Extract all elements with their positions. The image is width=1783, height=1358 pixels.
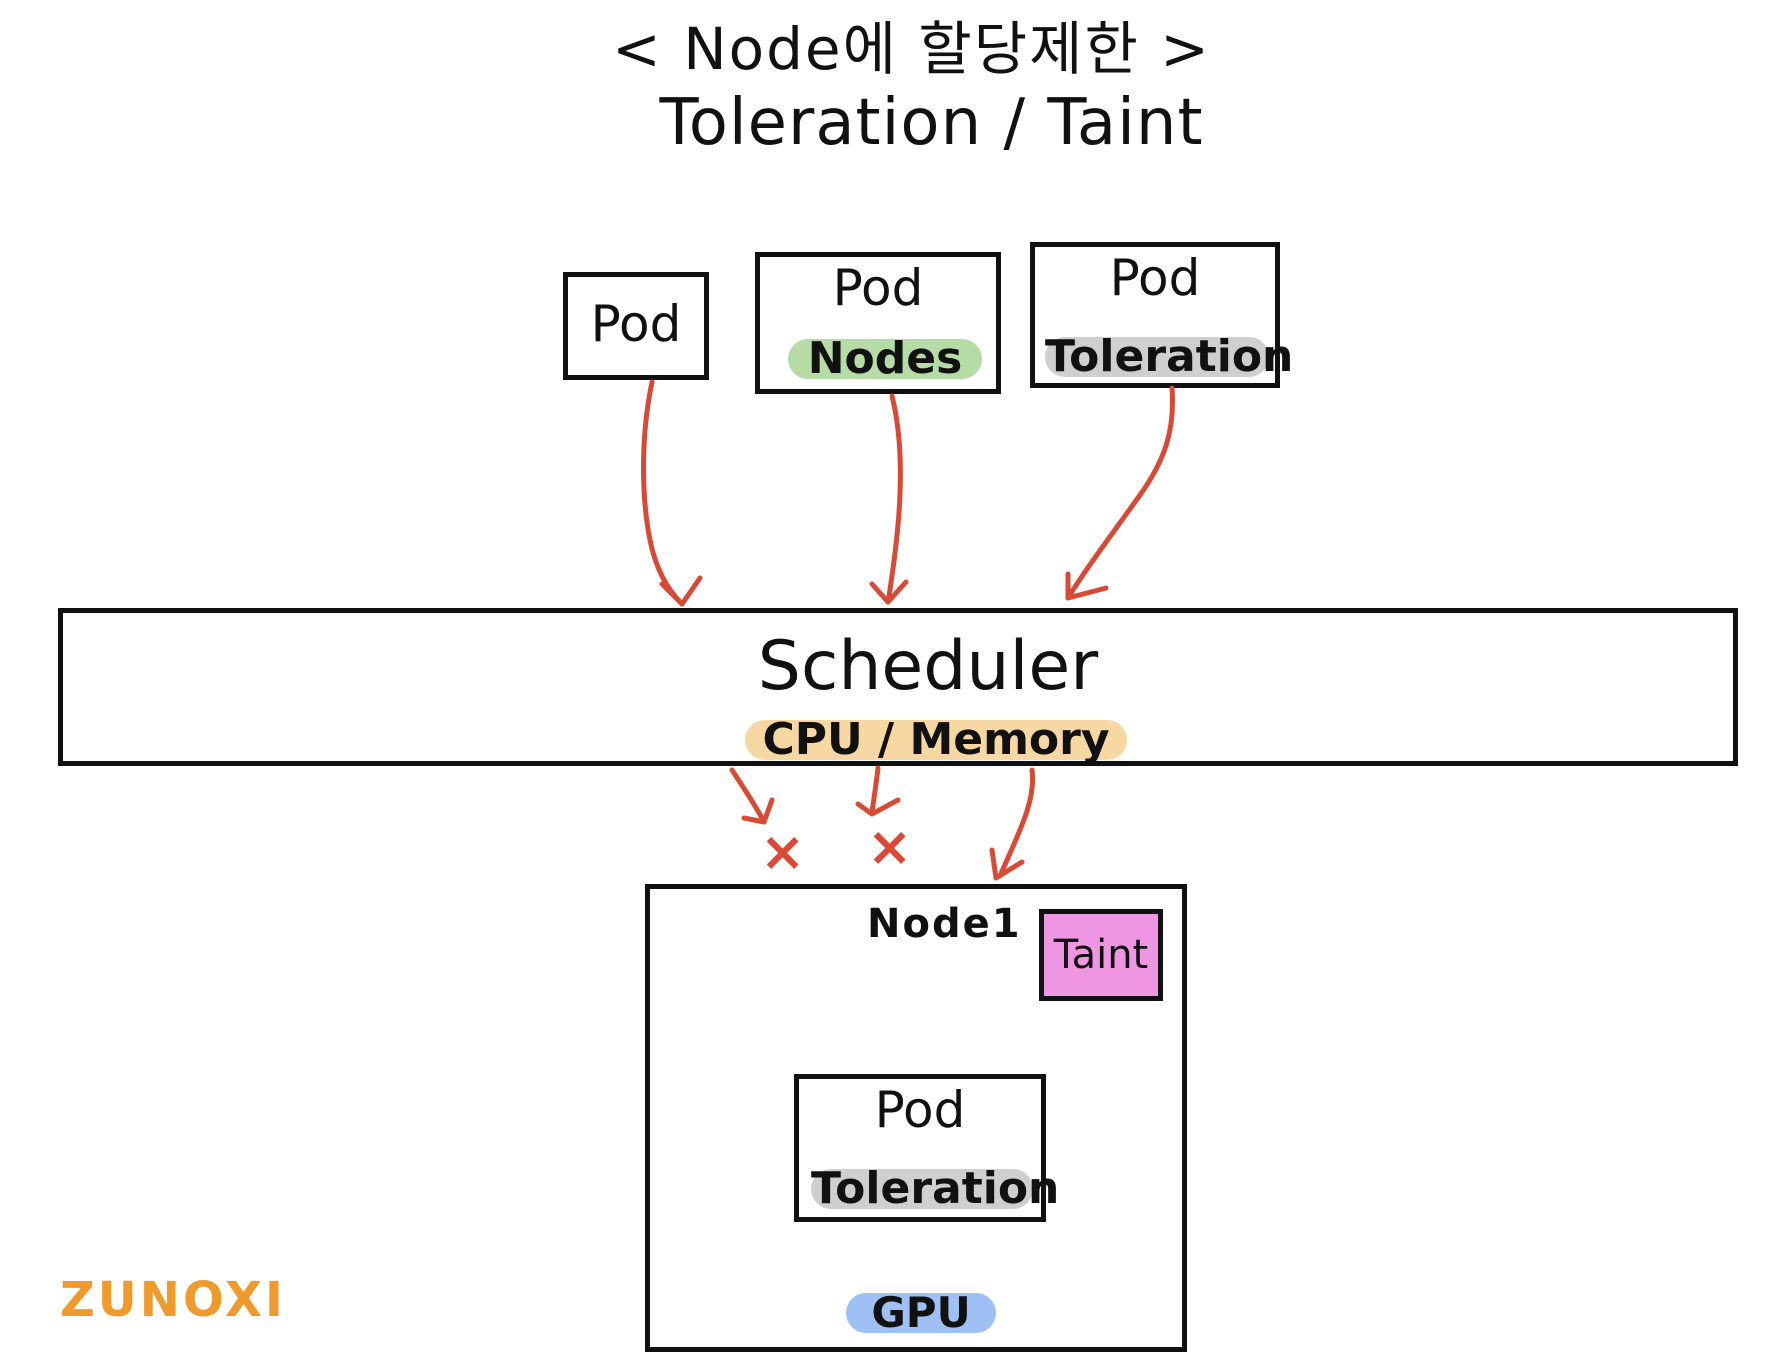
reject-mark: × bbox=[867, 815, 913, 878]
toleration-chip-inside-node: Toleration bbox=[811, 1163, 1060, 1214]
node1-box: Node1 Taint Pod Toleration GPU bbox=[645, 884, 1187, 1352]
arrow-head bbox=[869, 579, 909, 605]
reject-mark: × bbox=[760, 820, 806, 883]
signature: ZUNOXI bbox=[60, 1272, 286, 1328]
arrow-head bbox=[659, 575, 703, 607]
diagram-subtitle: Toleration / Taint bbox=[659, 86, 1204, 160]
toleration-chip: Toleration bbox=[1045, 331, 1294, 382]
pod-label: Pod bbox=[874, 1081, 966, 1139]
arrow-pod3-to-scheduler bbox=[1065, 385, 1175, 601]
arrow-pod2-to-scheduler bbox=[885, 393, 903, 605]
pod-box-toleration: Pod Toleration bbox=[1030, 242, 1294, 388]
taint-box: Taint bbox=[1039, 909, 1163, 1001]
gpu-chip: GPU bbox=[846, 1292, 996, 1334]
arrow-head bbox=[1065, 571, 1109, 601]
pod-box-plain: Pod bbox=[563, 272, 709, 380]
taint-label: Taint bbox=[1053, 932, 1149, 978]
arrow-scheduler-to-node1 bbox=[997, 767, 1036, 879]
arrow-pod1-to-scheduler bbox=[641, 379, 685, 607]
arrow-head bbox=[741, 797, 775, 825]
pod-label: Pod bbox=[1109, 249, 1201, 307]
scheduler-bar: Scheduler CPU / Memory bbox=[58, 608, 1738, 766]
pod-label: Pod bbox=[832, 259, 924, 317]
pod-label: Pod bbox=[590, 295, 682, 353]
arrow-head bbox=[989, 847, 1025, 881]
nodes-chip: Nodes bbox=[788, 337, 982, 381]
arrow-head bbox=[855, 797, 901, 817]
diagram-title: < Node에 할당제한 > bbox=[612, 15, 1211, 83]
arrow-scheduler-rejected-1 bbox=[729, 767, 767, 825]
cpu-memory-chip: CPU / Memory bbox=[745, 718, 1127, 762]
pod-box-inside-node: Pod Toleration bbox=[794, 1074, 1060, 1222]
arrow-scheduler-rejected-2 bbox=[869, 765, 881, 815]
node1-label: Node1 bbox=[867, 901, 1022, 947]
scheduler-label: Scheduler bbox=[757, 627, 1099, 706]
pod-box-nodes: Pod Nodes bbox=[755, 252, 1001, 394]
